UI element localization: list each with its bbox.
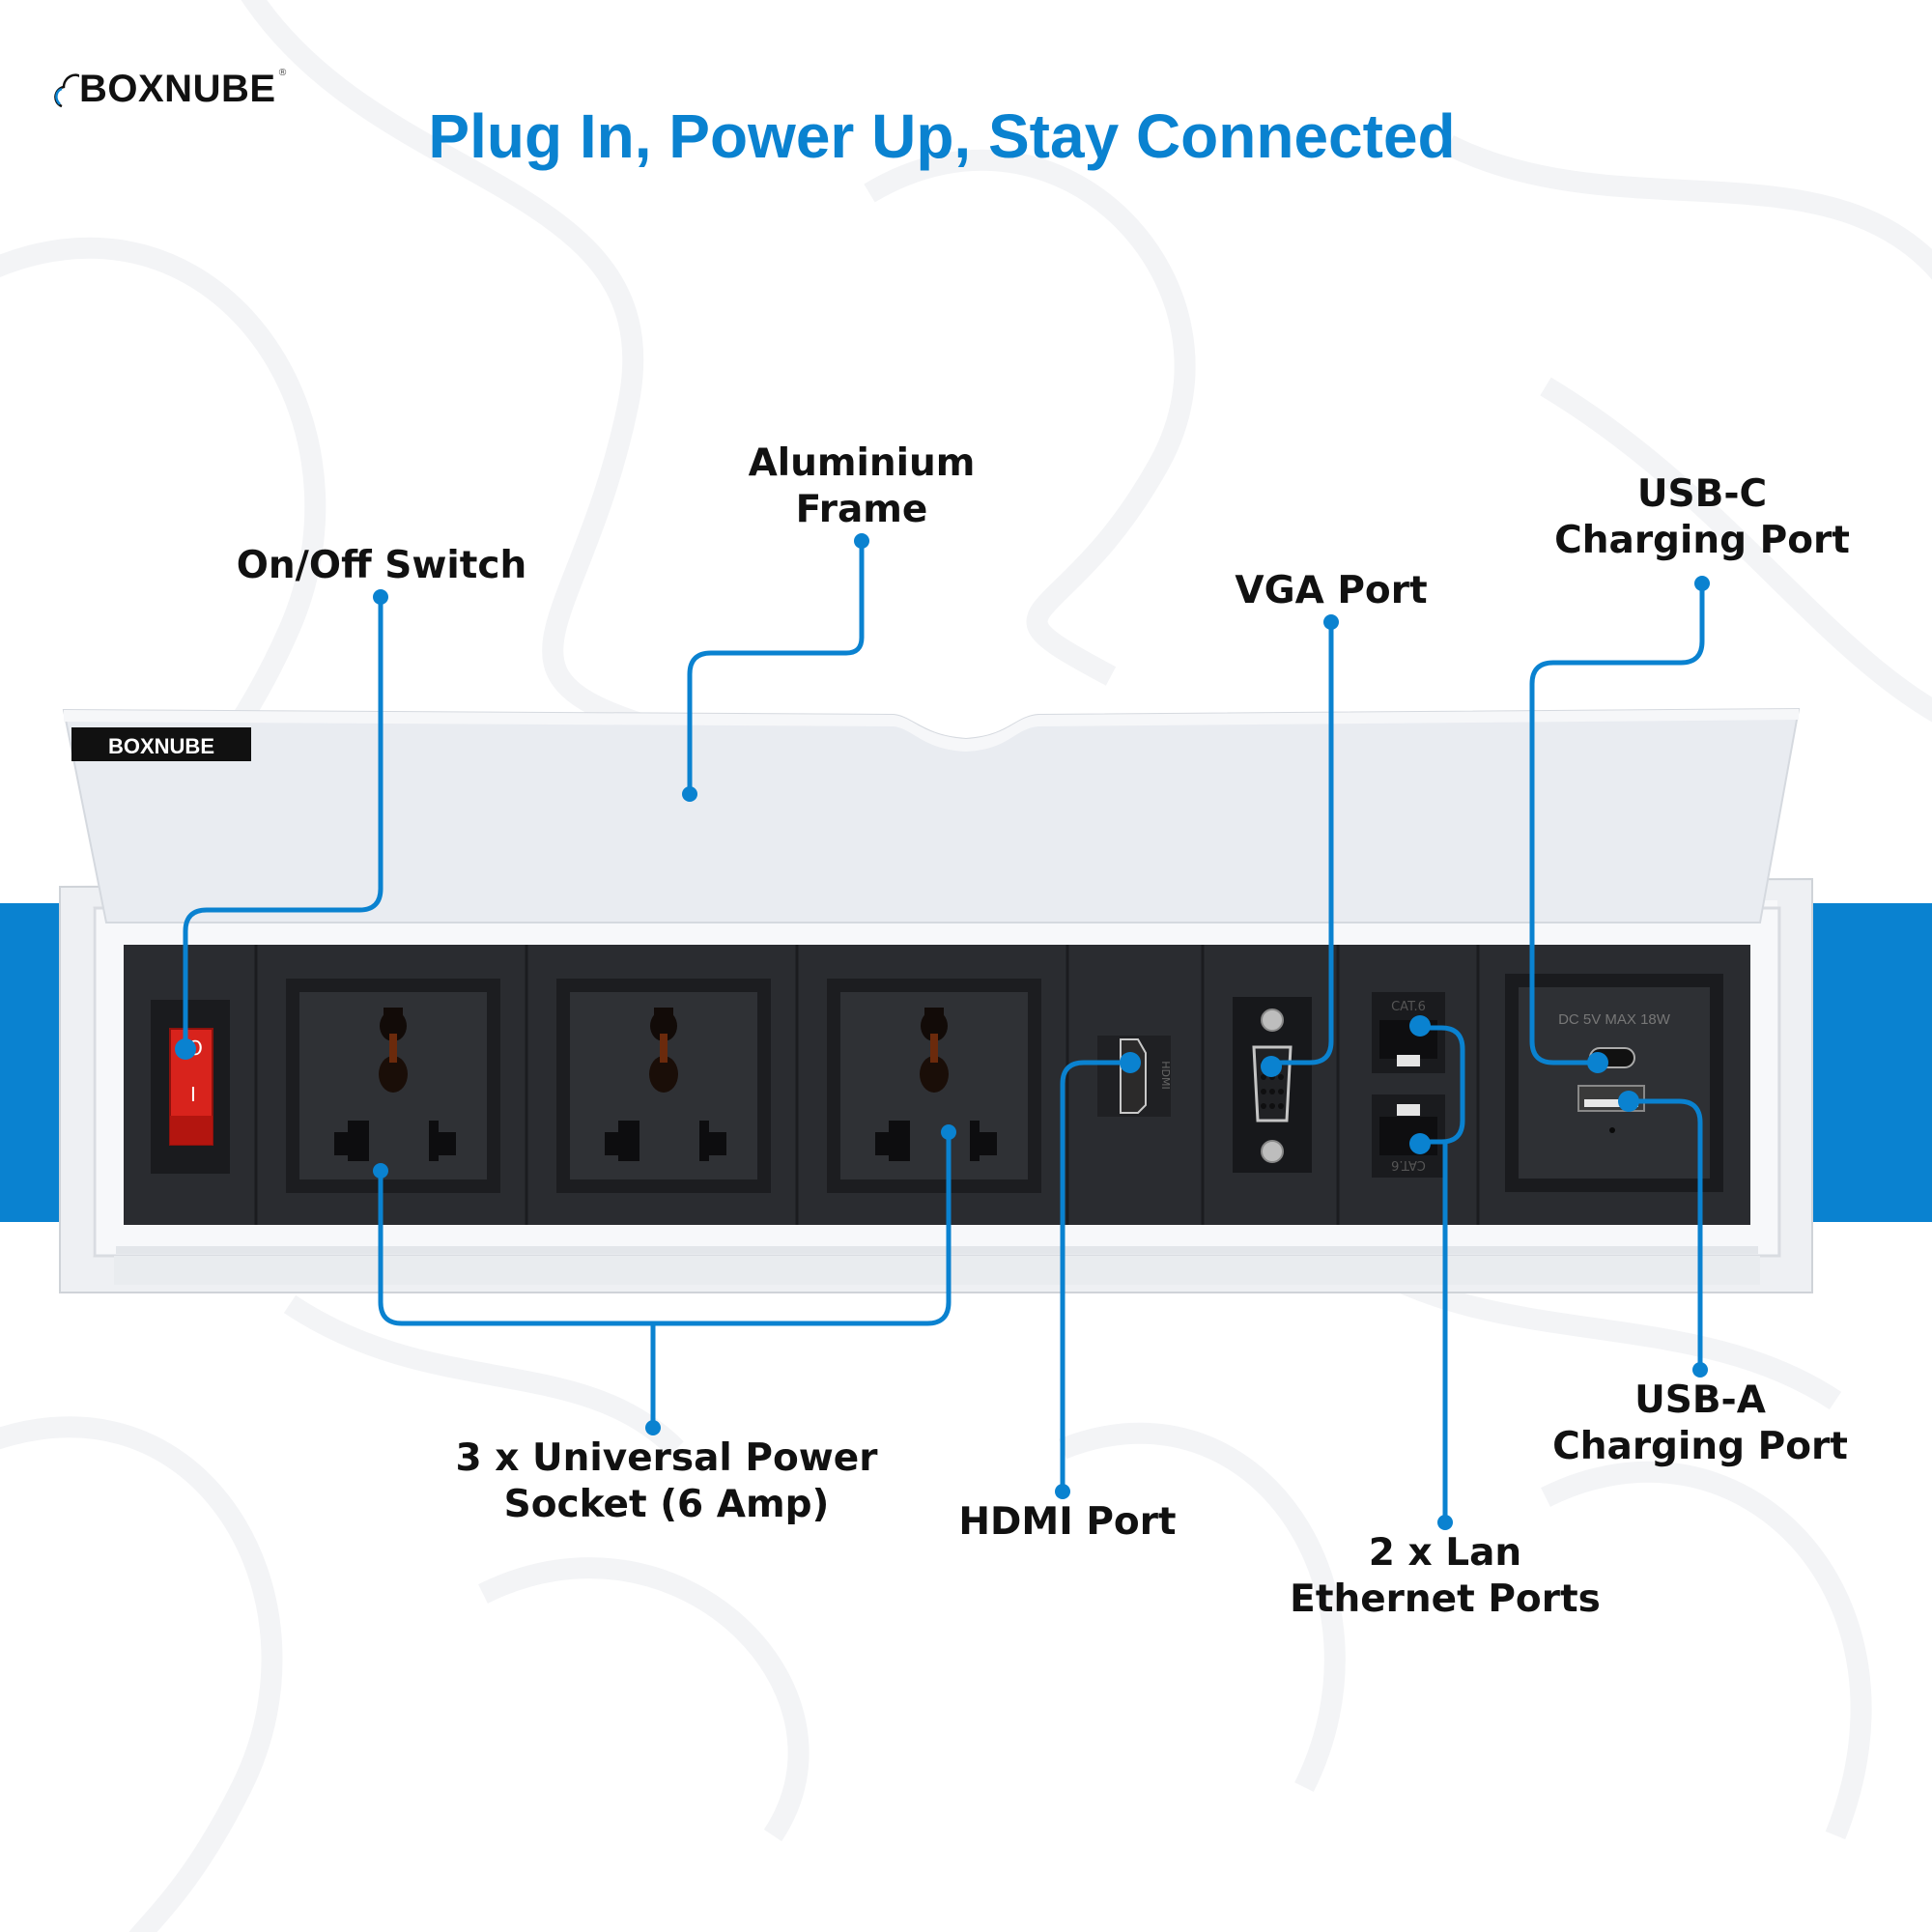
label-usb-c: USB-C Charging Port [1554,472,1850,562]
registered-mark: ® [277,68,288,78]
callout-line-hdmi [1060,1060,1133,1494]
label-usb-a: USB-A Charging Port [1552,1378,1848,1468]
callout-line-usb-c [1529,581,1705,1065]
cloud-icon [54,73,79,108]
lid-label [71,727,251,761]
hdmi-port[interactable]: HDMI [1097,1036,1172,1117]
label-lan-ports: 2 x Lan Ethernet Ports [1290,1531,1601,1621]
usb-rating: DC 5V MAX 18W [1558,1011,1671,1028]
lan-port-2[interactable]: CAT.6 [1372,1094,1445,1178]
lan-marking-1: CAT.6 [1391,1000,1426,1014]
lid-brand-text: BOXNUBE [108,734,214,758]
universal-socket-1[interactable] [286,979,500,1193]
universal-socket-3[interactable] [827,979,1041,1193]
label-hdmi-port: HDMI Port [958,1500,1177,1544]
headline: Plug In, Power Up, Stay Connected [428,101,1456,171]
label-on-off-switch: On/Off Switch [236,544,527,587]
callout-line-lan-bracket [1417,1025,1465,1145]
brand-logo: BOXNUBE ® [50,66,288,112]
lid[interactable]: BOXNUBE [62,707,1801,923]
callout-lines [183,538,1705,1525]
callout-line-sockets [378,1132,952,1326]
usb-module: DC 5V MAX 18W [1505,974,1723,1192]
callout-line-switch [183,594,384,1051]
callout-line-frame [687,538,865,797]
switch-on-mark: I [190,1083,196,1106]
brand-name: BOXNUBE [79,68,276,110]
callout-line-usb-a [1626,1098,1703,1373]
lan-marking-2: CAT.6 [1391,1157,1426,1172]
label-vga-port: VGA Port [1235,569,1428,612]
hdmi-marking: HDMI [1159,1061,1172,1089]
label-power-sockets: 3 x Universal Power Socket (6 Amp) [455,1436,878,1526]
callout-line-vga [1268,619,1334,1065]
vga-port[interactable] [1233,997,1312,1173]
universal-socket-2[interactable] [556,979,771,1193]
label-aluminium-frame: Aluminium Frame [748,441,976,531]
lan-port-1[interactable]: CAT.6 [1372,992,1445,1073]
on-off-switch[interactable]: O I [151,1000,230,1174]
callout-dots [175,533,1710,1530]
module-dividers [254,945,1480,1225]
